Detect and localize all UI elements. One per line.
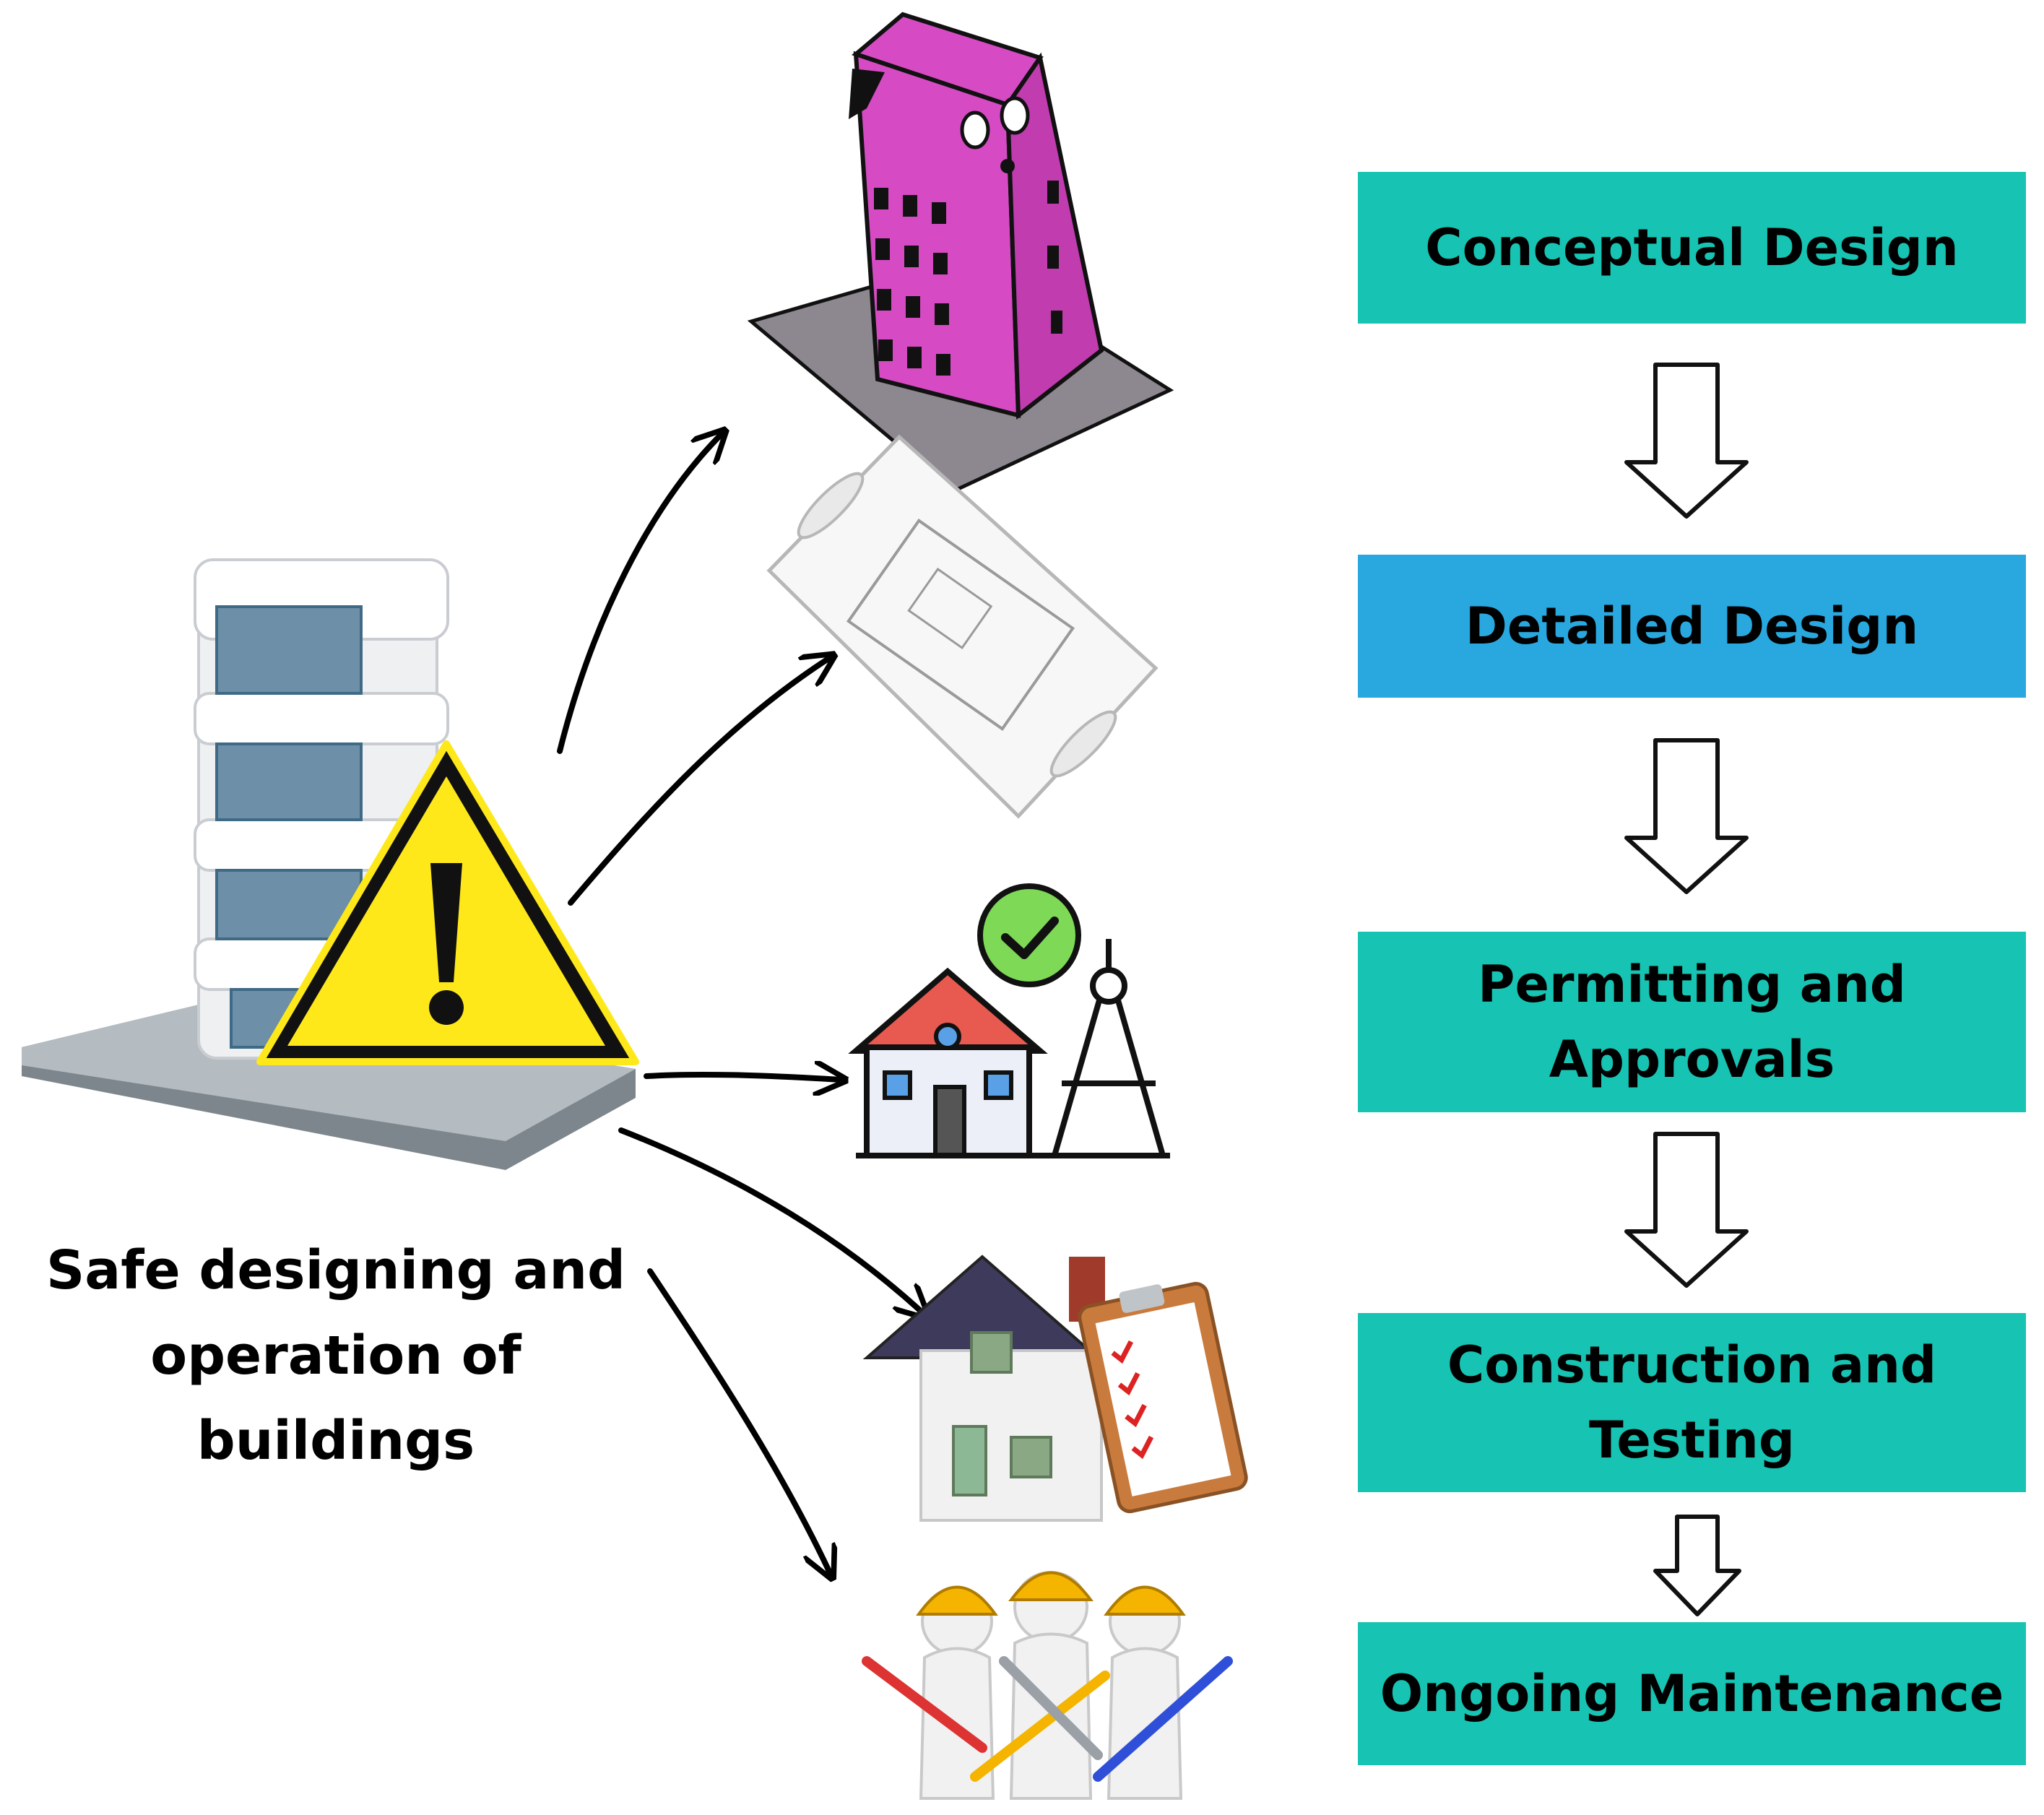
down-arrow-icon	[1624, 363, 1749, 1616]
house-approved-compass-icon	[848, 883, 1170, 1158]
step-label: Ongoing Maintenance	[1380, 1664, 2004, 1723]
workers-with-tools-icon	[862, 1571, 1233, 1800]
house-checklist-icon	[862, 1255, 1248, 1522]
step-label: Construction and Testing	[1447, 1335, 1937, 1470]
blueprint-scroll-icon	[766, 434, 1159, 819]
step-conceptual-design: Conceptual Design	[1358, 172, 2026, 324]
diagram-caption: Safe designing and operation of building…	[46, 1239, 625, 1472]
office-building-icon	[22, 558, 636, 1170]
step-label: Conceptual Design	[1425, 218, 1959, 277]
step-label: Permitting and Approvals	[1478, 955, 1906, 1089]
step-permitting-approvals: Permitting and Approvals	[1358, 932, 2026, 1112]
step-detailed-design: Detailed Design	[1358, 555, 2026, 698]
step-ongoing-maintenance: Ongoing Maintenance	[1358, 1622, 2026, 1765]
warning-triangle-icon	[256, 740, 639, 1065]
connector-arrows	[557, 433, 924, 1574]
step-label: Detailed Design	[1465, 597, 1919, 656]
collapsing-tower-icon	[747, 12, 1174, 493]
step-construction-testing: Construction and Testing	[1358, 1313, 2026, 1492]
